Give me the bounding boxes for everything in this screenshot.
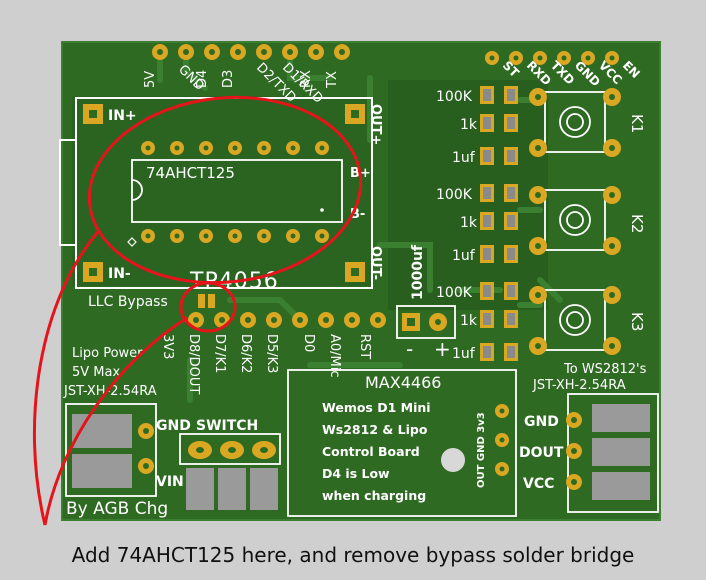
info-line3: Control Board — [322, 444, 420, 459]
lipo-line1: Lipo Power — [72, 346, 143, 361]
svg-text:+: + — [434, 337, 451, 361]
c1uf-label: 1uf — [452, 346, 476, 362]
ic-label: 74AHCT125 — [146, 164, 235, 182]
cap-label: 1000uf — [410, 244, 426, 300]
k2-label: K2 — [628, 214, 646, 233]
k3-label: K3 — [628, 312, 646, 331]
pin-label: 3V3 — [160, 334, 175, 359]
llc-bypass-label: LLC Bypass — [88, 294, 168, 310]
r1k-label: 1k — [460, 313, 478, 329]
bypass-pad — [208, 294, 215, 308]
pin-label: D0 — [301, 334, 316, 352]
ws-line2: JST-XH-2.54RA — [532, 378, 626, 393]
pin-label: D6/K2 — [238, 334, 253, 373]
pin-label: RST — [357, 334, 372, 359]
mic-label: MAX4466 — [365, 373, 441, 392]
pin-label: TX — [325, 71, 340, 89]
pin-label: D7/K1 — [212, 334, 227, 373]
ws2812-connector: To WS2812's JST-XH-2.54RA GND DOUT VCC — [519, 362, 659, 513]
switch-gnd-label: GND — [156, 418, 191, 434]
tactile-buttons: K1 K2 K3 — [529, 88, 646, 355]
ic-footprint: 74AHCT125 — [127, 141, 343, 247]
pin-label: RX — [299, 70, 314, 88]
pin-label: D5/K3 — [264, 334, 279, 373]
lipo-line3: JST-XH-2.54RA — [63, 384, 157, 399]
in-plus-label: IN+ — [108, 108, 137, 124]
out-plus-label: OUT+ — [368, 104, 383, 145]
lipo-line2: 5V Max — [72, 365, 120, 380]
lipo-connector: Lipo Power 5V Max JST-XH-2.54RA — [63, 346, 157, 497]
author-label: By AGB Chg — [66, 499, 168, 519]
annotation-caption: Add 74AHCT125 here, and remove bypass so… — [71, 543, 635, 567]
bypass-pad — [198, 294, 205, 308]
bypass-highlight-circle — [179, 281, 237, 333]
capacitor-1000uf: 1000uf - + — [396, 244, 456, 361]
power-switch: GND SWITCH VIN — [156, 418, 281, 510]
ws-gnd-label: GND — [524, 414, 559, 430]
ws-line1: To WS2812's — [563, 362, 647, 377]
r1k-label: 1k — [460, 215, 478, 231]
switch-vin-label: VIN — [156, 474, 184, 490]
ws-dout-label: DOUT — [519, 445, 564, 461]
pin-label: D4 — [195, 70, 210, 88]
mic-hole — [441, 448, 465, 472]
r100k-label: 100K — [436, 89, 473, 105]
r1k-label: 1k — [460, 117, 478, 133]
pin-label: D3 — [221, 70, 236, 88]
c1uf-label: 1uf — [452, 248, 476, 264]
out-minus-label: OUT- — [368, 246, 383, 280]
info-box: MAX4466 Wemos D1 Mini Ws2812 & Lipo Cont… — [287, 369, 517, 517]
rc-network: 100K 1k 1uf 100K 1k 1uf 100K 1k 1uf — [436, 86, 518, 362]
mic-pins-label: OUT GND 3v3 — [476, 412, 487, 488]
switch-label: SWITCH — [196, 418, 258, 434]
bottom-header: 3V3 D8/DOUT D7/K1 D6/K2 D5/K3 D0 A0/Mic … — [160, 312, 386, 394]
info-line4: D4 is Low — [322, 466, 390, 481]
info-line2: Ws2812 & Lipo — [322, 422, 428, 437]
annotation-arrow-line — [32, 231, 100, 526]
ws-vcc-label: VCC — [523, 476, 554, 492]
ic-highlight-ellipse — [87, 95, 363, 285]
pin-label: 5V — [143, 71, 158, 88]
c1uf-label: 1uf — [452, 150, 476, 166]
annotation-markup — [32, 95, 363, 526]
svg-text:-: - — [406, 337, 413, 361]
r100k-label: 100K — [436, 285, 473, 301]
annotation-arrow-line — [43, 316, 188, 526]
r100k-label: 100K — [436, 187, 473, 203]
pin-label: D8/DOUT — [186, 334, 201, 394]
info-line5: when charging — [322, 488, 426, 503]
info-line1: Wemos D1 Mini — [322, 400, 431, 415]
k1-label: K1 — [628, 114, 646, 133]
in-minus-label: IN- — [108, 266, 131, 282]
pin-label: A0/Mic — [327, 334, 342, 378]
